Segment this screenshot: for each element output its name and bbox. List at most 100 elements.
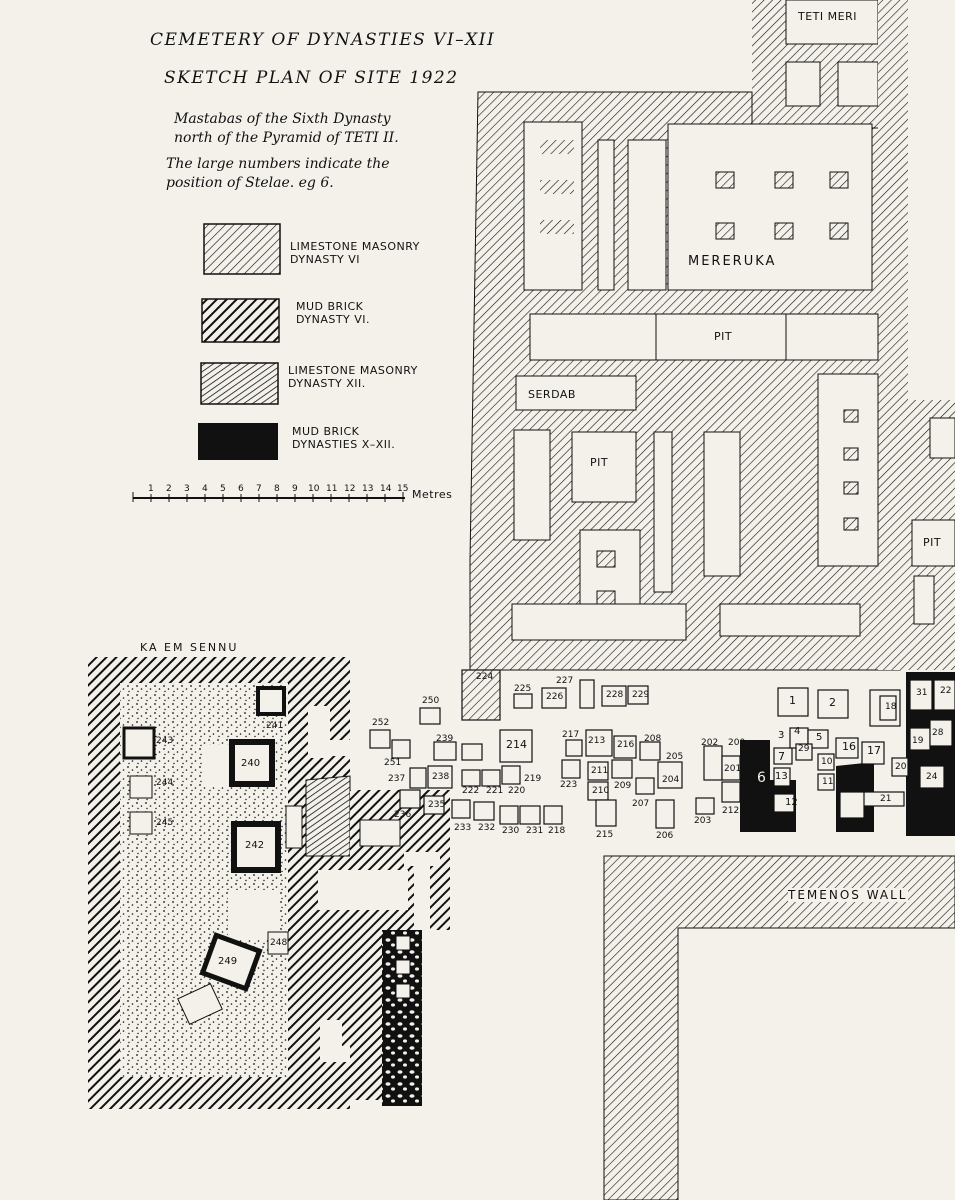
legend-swatch-limestone-xii <box>200 362 279 405</box>
tomb-number: 4 <box>794 726 801 737</box>
scale-tick: 12 <box>344 484 356 494</box>
scale-tick: 13 <box>362 484 374 494</box>
tomb-number: 200 <box>728 738 746 748</box>
small-tombs <box>369 669 955 829</box>
scale-tick: 3 <box>184 484 190 494</box>
tomb-number: 3 <box>778 730 785 741</box>
label-pit: PIT <box>923 536 942 549</box>
tomb-number: 244 <box>156 778 174 788</box>
tomb-number: 251 <box>384 758 402 768</box>
scale-tick: 4 <box>202 484 208 494</box>
note-line-3: The large numbers indicate the <box>166 156 390 172</box>
note-line-2: north of the Pyramid of TETI II. <box>174 130 399 146</box>
label-mereruka: MERERUKA <box>688 254 777 269</box>
map-subtitle: SKETCH PLAN OF SITE 1922 <box>164 68 459 88</box>
tomb-number: 220 <box>508 786 526 796</box>
tomb-number: 16 <box>842 740 856 753</box>
tomb-number: 209 <box>614 781 632 791</box>
tomb-number: 201 <box>724 764 742 774</box>
tomb-number: 21 <box>880 794 892 804</box>
kaemsennu-mastaba <box>88 657 390 1109</box>
scale-tick: 11 <box>326 484 338 494</box>
tomb-number: 7 <box>778 750 785 763</box>
scale-tick: 5 <box>220 484 226 494</box>
tomb-number: 13 <box>775 771 788 782</box>
tomb-number: 250 <box>422 696 440 706</box>
label-teti-meri: TETI MERI <box>798 10 857 23</box>
legend-swatch-limestone-vi <box>203 223 281 275</box>
tomb-number: 12 <box>785 797 798 808</box>
tomb-number: 32 <box>846 798 858 808</box>
tomb-number: 208 <box>644 734 662 744</box>
tomb-number: 232 <box>478 823 496 833</box>
tomb-number: 29 <box>798 744 810 754</box>
east-mastaba <box>908 400 955 670</box>
tomb-number: 213 <box>588 736 606 746</box>
label-pit: PIT <box>714 330 733 343</box>
label-kaemsennu: KA EM SENNU <box>140 641 239 654</box>
tomb-number: 5 <box>816 732 823 743</box>
tomb-number: 2 <box>829 696 836 709</box>
label-serdab: SERDAB <box>528 388 576 401</box>
tomb-number: 202 <box>701 738 719 748</box>
mereruka-mastaba <box>469 0 908 671</box>
tomb-number: 223 <box>560 780 578 790</box>
tomb-number: 238 <box>432 772 450 782</box>
tomb-number: 243 <box>156 736 174 746</box>
tomb-number: 204 <box>662 775 680 785</box>
tomb-number: 221 <box>486 786 504 796</box>
tomb-number: 229 <box>632 690 650 700</box>
tomb-number: 248 <box>270 938 288 948</box>
scale-tick: 14 <box>380 484 392 494</box>
tomb-number: 219 <box>524 774 542 784</box>
scale-tick: 10 <box>308 484 320 494</box>
tomb-number: 231 <box>526 826 544 836</box>
note-line-1: Mastabas of the Sixth Dynasty <box>174 111 391 127</box>
tomb-number: 242 <box>245 840 265 851</box>
tomb-number: 6 <box>757 770 766 786</box>
tomb-number: 206 <box>656 831 674 841</box>
tomb-number: 17 <box>867 744 881 757</box>
note-line-4: position of Stelae. eg 6. <box>166 175 334 191</box>
tomb-number: 233 <box>454 823 472 833</box>
tomb-number: 228 <box>606 690 624 700</box>
temenos-wall <box>603 855 955 1200</box>
tomb-number: 205 <box>666 752 684 762</box>
tomb-number: 245 <box>156 818 174 828</box>
tomb-number: 31 <box>916 688 928 698</box>
legend-swatch-mudbrick-vi <box>201 298 280 343</box>
scale-tick: 2 <box>166 484 172 494</box>
tomb-number: 215 <box>596 830 614 840</box>
tomb-number: 28 <box>932 728 944 738</box>
tomb-number: 203 <box>694 816 712 826</box>
tomb-number: 222 <box>462 786 480 796</box>
tomb-number: 207 <box>632 799 650 809</box>
scale-tick: 15 <box>397 484 409 494</box>
scale-tick: 6 <box>238 484 244 494</box>
scale-bar <box>132 492 405 502</box>
label-temenos-wall: TEMENOS WALL <box>788 888 908 902</box>
tomb-number: 237 <box>388 774 406 784</box>
tomb-number: 216 <box>617 740 635 750</box>
tomb-number: 217 <box>562 730 580 740</box>
scale-tick: 8 <box>274 484 280 494</box>
tomb-number: 11 <box>822 777 834 787</box>
tomb-number: 211 <box>591 766 609 776</box>
tomb-number: 230 <box>502 826 520 836</box>
legend-swatch-mudbrick-x-xii <box>198 423 278 460</box>
tomb-number: 19 <box>912 736 924 746</box>
tomb-number: 1 <box>789 694 796 707</box>
map-title: CEMETERY OF DYNASTIES VI–XII <box>150 30 496 50</box>
tomb-number: 20 <box>895 762 907 772</box>
tomb-number: 239 <box>436 734 454 744</box>
scale-tick: 7 <box>256 484 262 494</box>
tomb-number: 22 <box>940 686 952 696</box>
tomb-number: 24 <box>926 772 938 782</box>
tomb-number: 218 <box>548 826 566 836</box>
tomb-number: 241 <box>266 721 284 731</box>
tomb-number: 18 <box>885 702 897 712</box>
